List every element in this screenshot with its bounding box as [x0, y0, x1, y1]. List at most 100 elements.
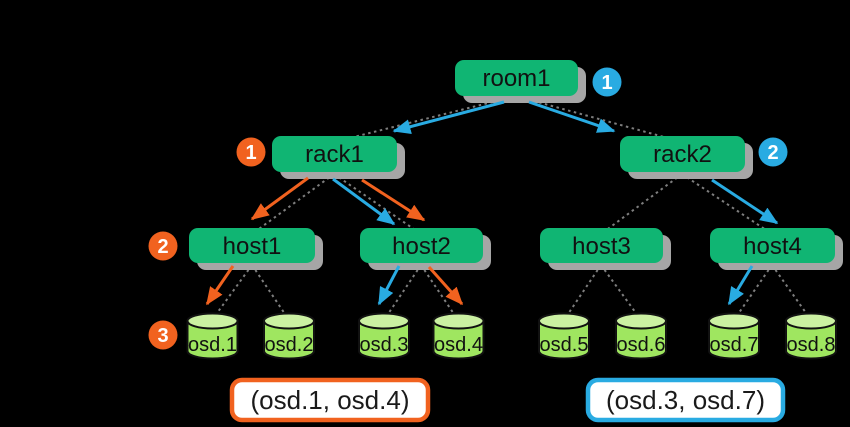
step-number: 3 — [157, 325, 168, 347]
node-label: host3 — [572, 233, 631, 260]
node-host1: host1 — [189, 228, 315, 263]
orange-step-badge-1: 1 — [236, 137, 266, 167]
tree-edge — [383, 264, 422, 321]
blue-arrow-rack2-host4 — [711, 178, 779, 225]
blue-arrow-room1-rack2 — [528, 100, 616, 133]
tree-edge — [600, 173, 683, 235]
blue-step-badge-2: 2 — [758, 137, 788, 167]
step-circle — [236, 137, 266, 167]
node-label: rack2 — [653, 141, 712, 168]
tree-edge — [251, 173, 335, 235]
result-rect — [229, 377, 431, 423]
tree-edge — [563, 264, 602, 321]
cylinder-icon — [785, 320, 837, 360]
cylinder-icon — [708, 320, 760, 360]
cylinder-icon — [186, 320, 239, 360]
result-rect — [585, 377, 786, 423]
osd-node-5: osd.5 — [538, 312, 590, 360]
step-circle — [758, 137, 788, 167]
cylinder-top-icon — [263, 312, 315, 330]
tree-edge — [681, 173, 773, 235]
osd-label: osd.6 — [617, 334, 666, 356]
tree-edge — [333, 173, 422, 235]
osd-node-2: osd.2 — [263, 312, 315, 360]
step-number: 2 — [157, 236, 168, 258]
cylinder-icon — [432, 320, 485, 360]
node-box — [360, 228, 483, 263]
tree-edge — [420, 264, 459, 321]
cylinder-icon — [538, 320, 590, 360]
osd-label: osd.7 — [710, 334, 759, 356]
orange-arrow-host2-osd4 — [427, 266, 464, 306]
orange-arrow-rack1-host2 — [361, 178, 426, 222]
osd-node-8: osd.8 — [785, 312, 837, 360]
osd-label: osd.1 — [188, 334, 237, 356]
cylinder-top-icon — [538, 312, 590, 330]
step-circle — [148, 231, 178, 261]
tree-edge — [733, 264, 773, 321]
node-box — [540, 228, 663, 263]
cylinder-top-icon — [785, 312, 837, 330]
node-rack2: rack2 — [620, 136, 745, 172]
node-host4: host4 — [710, 228, 835, 263]
cylinder-top-icon — [615, 312, 667, 330]
node-label: host4 — [743, 233, 802, 260]
cylinder-icon — [263, 320, 315, 360]
node-label: host2 — [392, 233, 451, 260]
orange-selection-arrows — [205, 176, 464, 306]
step-number: 1 — [245, 142, 256, 164]
cylinder-top-icon — [186, 312, 239, 330]
blue-selection-arrows — [332, 100, 779, 306]
tree-edge — [211, 264, 253, 321]
cylinder-icon — [615, 320, 667, 360]
osd-node-7: osd.7 — [708, 312, 760, 360]
orange-step-badge-2: 2 — [148, 231, 178, 261]
node-label: rack1 — [305, 141, 364, 168]
osd-label: osd.2 — [265, 334, 314, 356]
node-box — [710, 228, 835, 263]
tree-edge — [600, 264, 642, 321]
node-host2: host2 — [360, 228, 483, 263]
blue-arrow-room1-rack1 — [392, 100, 505, 135]
node-box — [272, 136, 397, 172]
tree-edge — [771, 264, 812, 321]
result-label: (osd.1, osd.4) — [251, 385, 410, 415]
orange-arrow-rack1-host1 — [250, 176, 309, 221]
step-circle — [148, 320, 178, 350]
osd-node-3: osd.3 — [358, 312, 410, 360]
osd-node-6: osd.6 — [615, 312, 667, 360]
cylinder-icon — [358, 320, 410, 360]
result-box-blue: (osd.3, osd.7) — [585, 377, 786, 423]
tree-edge — [251, 264, 290, 321]
cylinder-top-icon — [358, 312, 410, 330]
node-room1: room1 — [455, 60, 578, 96]
osd-label: osd.5 — [540, 334, 589, 356]
node-box — [620, 136, 745, 172]
node-label: host1 — [223, 233, 282, 260]
tree-edge — [333, 95, 517, 143]
orange-step-badge-3: 3 — [148, 320, 178, 350]
cylinder-top-icon — [708, 312, 760, 330]
step-number: 1 — [601, 72, 612, 94]
node-rack1: rack1 — [272, 136, 397, 172]
osd-label: osd.3 — [360, 334, 409, 356]
step-circle — [592, 67, 622, 97]
result-label: (osd.3, osd.7) — [606, 385, 765, 415]
osd-label: osd.8 — [787, 334, 836, 356]
node-host3: host3 — [540, 228, 663, 263]
orange-arrow-host1-osd1 — [205, 265, 235, 306]
osd-node-1: osd.1 — [186, 312, 239, 360]
osd-node-4: osd.4 — [432, 312, 485, 360]
node-box — [455, 60, 578, 96]
blue-arrow-host4-osd7 — [727, 265, 754, 306]
blue-arrow-host2-osd3 — [377, 265, 401, 306]
osd-label: osd.4 — [434, 334, 483, 356]
node-label: room1 — [482, 65, 550, 92]
blue-step-badge-1: 1 — [592, 67, 622, 97]
tree-edges — [211, 95, 812, 321]
blue-arrow-rack1-host2 — [332, 177, 396, 226]
step-number: 2 — [767, 142, 778, 164]
result-box-orange: (osd.1, osd.4) — [229, 377, 431, 423]
